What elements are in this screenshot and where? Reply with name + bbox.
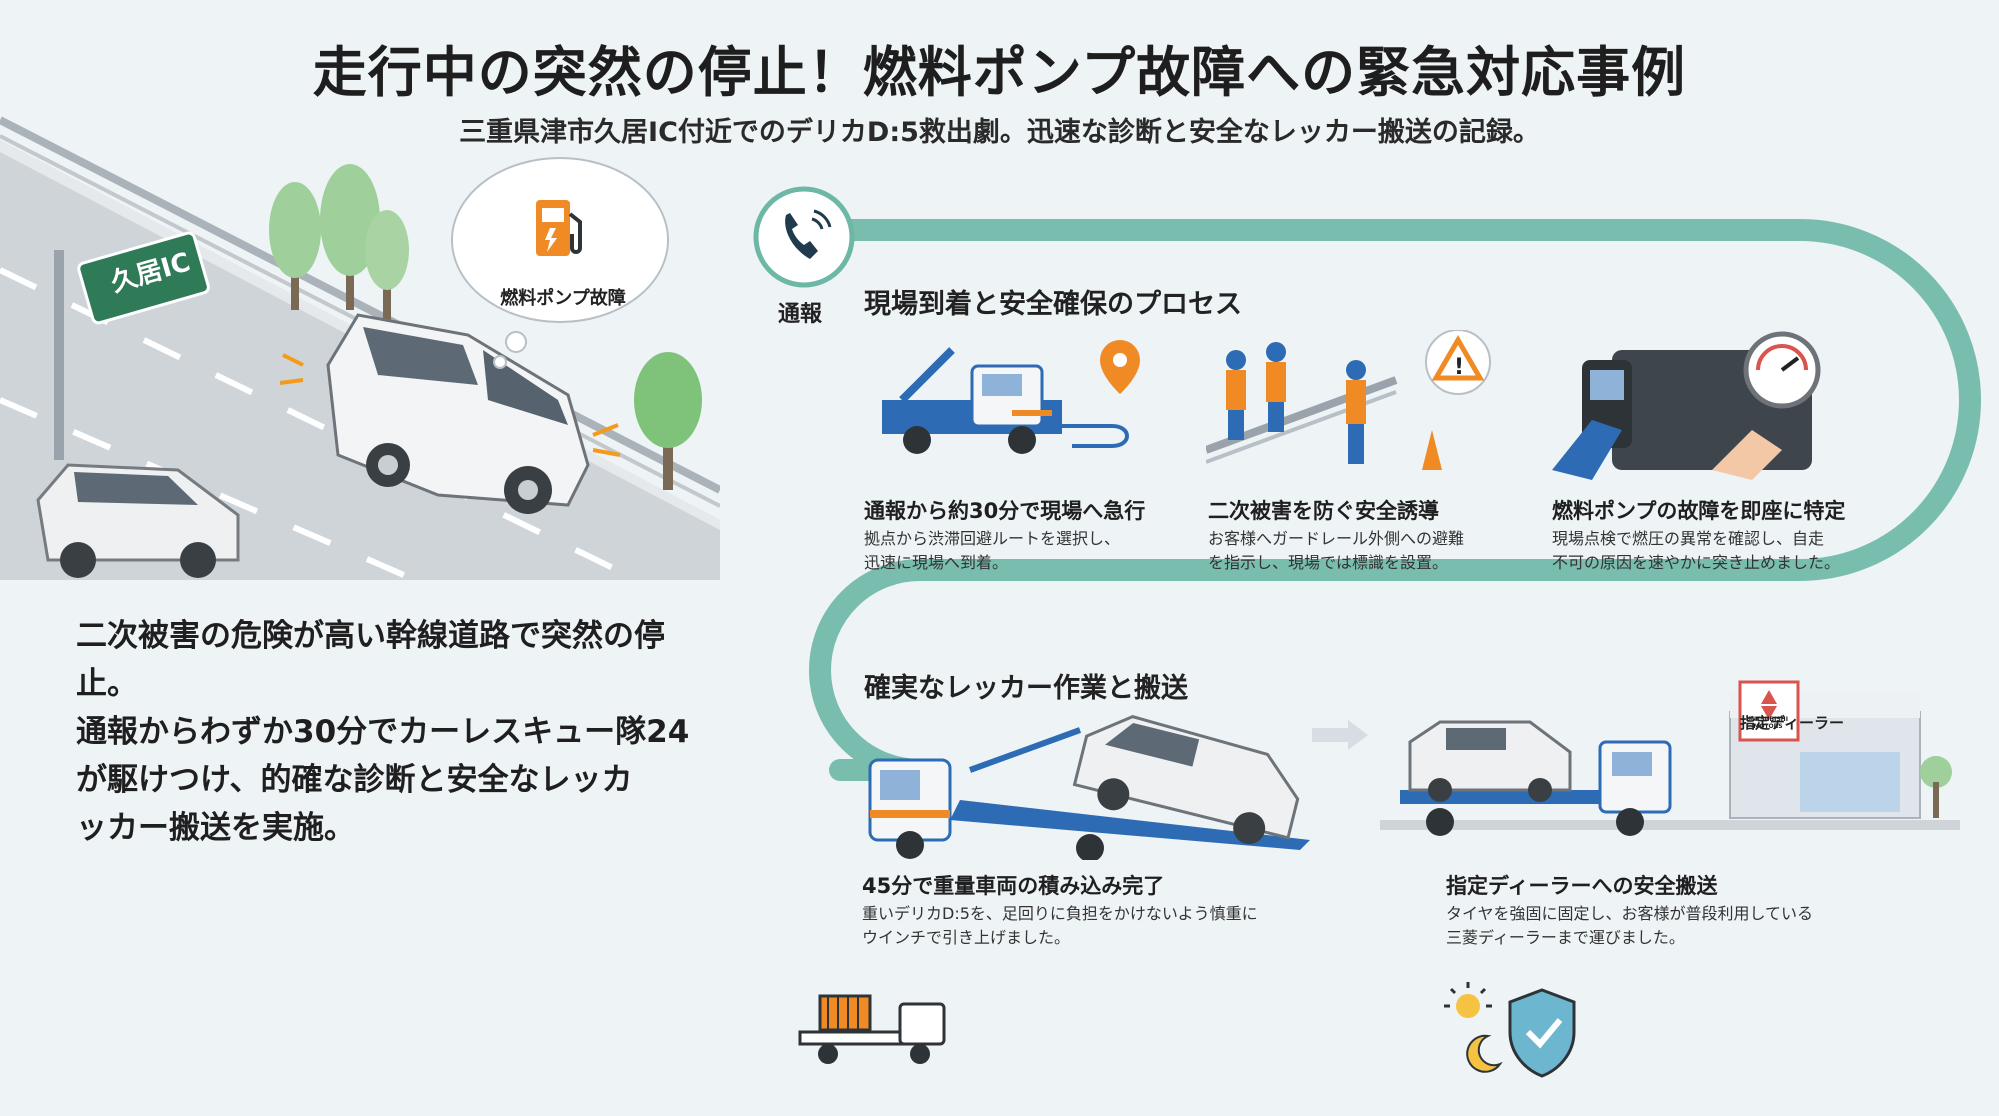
thought-bubble — [451, 157, 669, 369]
step-desc-line: 現場点検で燃圧の異常を確認し、自走 — [1552, 529, 1825, 548]
brand-logo-text: MITSUBISHI MOTORS — [1738, 716, 1798, 730]
diagnostic-tester-icon — [1552, 331, 1821, 480]
guardrail-top — [0, 116, 720, 494]
phone-icon — [753, 186, 855, 288]
step-title: 二次被害を防ぐ安全誘導 — [1208, 499, 1439, 523]
section2-heading: 確実なレッカー作業と搬送 — [864, 673, 1188, 704]
safety-guide-workers-icon: ! — [1206, 330, 1491, 470]
step-title: 45分で重量車両の積み込み完了 — [862, 874, 1165, 898]
winch-truck-icon — [798, 994, 946, 1064]
step-desc-line: お客様へガードレール外側への避難 — [1208, 529, 1465, 548]
highway-scene-illustration — [0, 116, 720, 580]
step-title: 燃料ポンプの故障を即座に特定 — [1552, 499, 1846, 523]
step-desc: 現場点検で燃圧の異常を確認し、自走 不可の原因を速やかに突き止めました。 — [1552, 527, 1840, 575]
fuel-pump-failure-label: 燃料ポンプ故障 — [500, 288, 626, 309]
svg-text:!: ! — [1454, 355, 1464, 380]
step-desc-line: 拠点から渋滞回避ルートを選択し、 — [864, 529, 1121, 548]
summary-line: 通報からわずか30分でカーレスキュー隊24 — [76, 714, 690, 750]
summary-line: ッカー搬送を実施。 — [76, 810, 355, 846]
step-desc-line: 三菱ディーラーまで運びました。 — [1446, 928, 1685, 947]
stalled-van — [279, 313, 621, 514]
fuel-pump-icon — [536, 200, 582, 256]
ic-sign — [77, 231, 210, 325]
transport-dealer-icon — [1380, 680, 1960, 836]
step-desc-line: 迅速に現場へ到着。 — [864, 553, 1009, 572]
summary-line: が駆けつけ、的確な診断と安全なレッカ — [76, 762, 633, 798]
brand-line: MOTORS — [1753, 723, 1783, 730]
arrow-right-icon — [1312, 720, 1368, 750]
step-title: 指定ディーラーへの安全搬送 — [1446, 874, 1718, 898]
hero-summary: 二次被害の危険が高い幹線道路で突然の停止。 通報からわずか30分でカーレスキュー… — [76, 612, 716, 852]
passing-car — [36, 463, 240, 578]
step-desc: 重いデリカD:5を、足回りに負担をかけないよう慎重に ウインチで引き上げました。 — [862, 902, 1258, 950]
step-desc: 拠点から渋滞回避ルートを選択し、 迅速に現場へ到着。 — [864, 527, 1120, 575]
step-desc: お客様へガードレール外側への避難 を指示し、現場では標識を設置。 — [1208, 527, 1464, 575]
brand-line: MITSUBISHI — [1748, 716, 1788, 723]
page-title: 走行中の突然の停止！燃料ポンプ故障への緊急対応事例 — [312, 41, 1687, 104]
trees — [269, 164, 702, 490]
step-desc: タイヤを強固に固定し、お客様が普段利用している 三菱ディーラーまで運びました。 — [1446, 902, 1813, 950]
call-label: 通報 — [778, 302, 823, 327]
day-night-safety-icon — [1444, 982, 1576, 1078]
sign-pole — [54, 250, 64, 460]
tow-truck-map-pin-icon — [882, 340, 1140, 454]
page-subtitle: 三重県津市久居IC付近でのデリカD:5救出劇。迅速な診断と安全なレッカー搬送の記… — [459, 117, 1540, 148]
step-desc-line: を指示し、現場では標識を設置。 — [1208, 553, 1449, 572]
section1-heading: 現場到着と安全確保のプロセス — [864, 289, 1242, 320]
step-desc-line: タイヤを強固に固定し、お客様が普段利用している — [1446, 904, 1814, 923]
dealer-sign-label: 指定ディーラー — [1740, 714, 1844, 732]
summary-line: 二次被害の危険が高い幹線道路で突然の停止。 — [76, 618, 665, 702]
step-desc-line: ウインチで引き上げました。 — [862, 928, 1071, 947]
step-desc-line: 不可の原因を速やかに突き止めました。 — [1552, 553, 1841, 572]
winch-loading-icon — [868, 715, 1310, 860]
step-title: 通報から約30分で現場へ急行 — [864, 499, 1146, 523]
step-desc-line: 重いデリカD:5を、足回りに負担をかけないよう慎重に — [862, 904, 1258, 923]
